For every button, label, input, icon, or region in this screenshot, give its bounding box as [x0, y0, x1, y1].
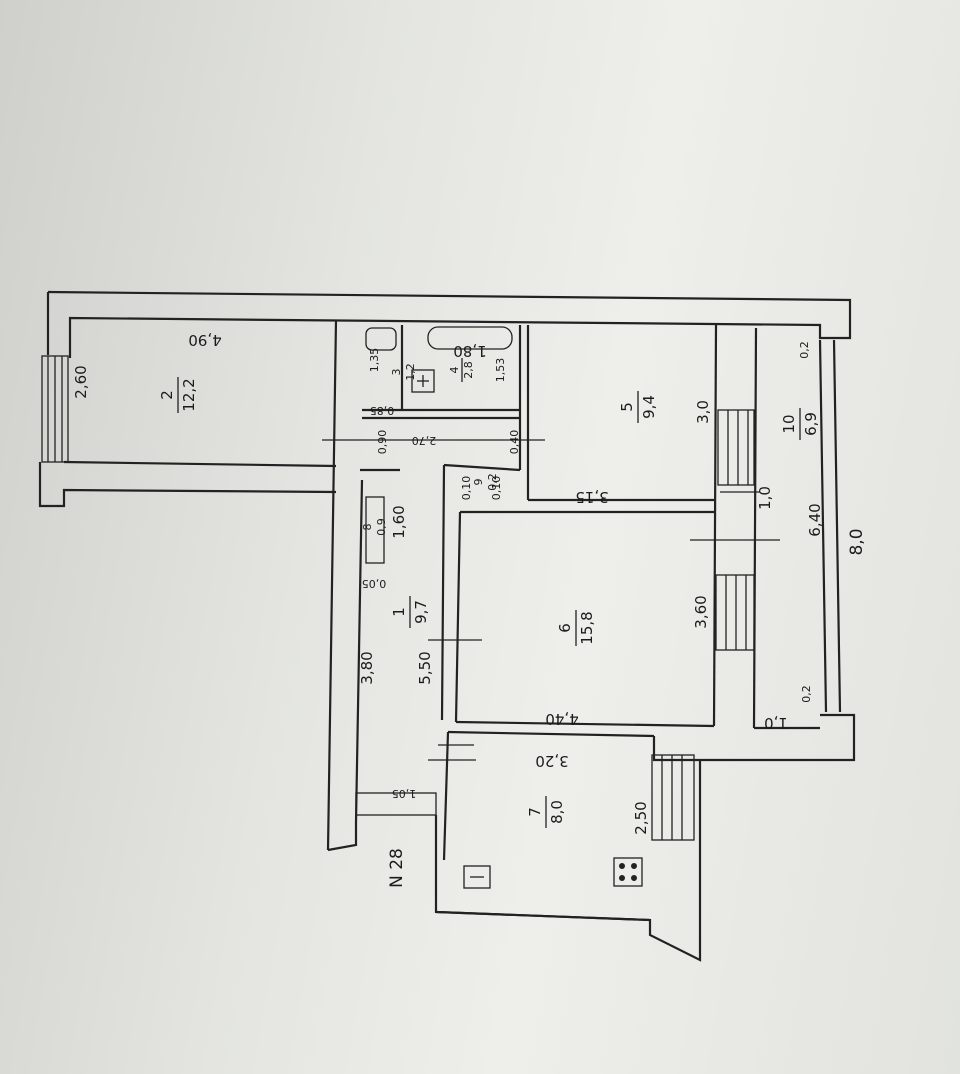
dim-label: 2,60	[72, 365, 90, 398]
room-1-area: 9,7	[412, 600, 430, 624]
plan-number: N 28	[387, 848, 407, 888]
room-5-number: 5	[618, 402, 636, 412]
dim-label: 0,2	[800, 685, 813, 703]
room-10-number: 10	[780, 414, 798, 433]
dim-label: 2,70	[412, 434, 437, 447]
dim-label: 0,10	[490, 476, 503, 501]
dim-label: 5,50	[416, 651, 434, 684]
room-2-number: 2	[158, 390, 176, 400]
room-5-area: 9,4	[640, 395, 658, 419]
dim-label: 4,90	[188, 331, 221, 349]
room-1-number: 1	[390, 607, 408, 617]
closet-icon	[365, 496, 385, 564]
stove-icon	[613, 857, 643, 887]
room-4-area: 2,8	[462, 361, 475, 379]
room-9-number: 9	[472, 479, 485, 486]
room-3-number: 3	[390, 369, 403, 376]
sink-icon	[411, 369, 435, 393]
dim-label: 1,0	[756, 486, 774, 510]
dim-label: 1,60	[390, 505, 408, 538]
room-8-number: 8	[361, 524, 374, 531]
dim-label: 0,85	[370, 404, 395, 417]
kitchen-sink-icon	[463, 865, 491, 889]
dim-label: 1,05	[392, 787, 417, 800]
fixtures	[365, 326, 643, 889]
room-10-area: 6,9	[802, 412, 820, 436]
dim-label: 0,40	[508, 430, 521, 455]
room-6-number: 6	[556, 623, 574, 633]
room-9-area: 0,2	[486, 473, 499, 491]
dim-label: 1,35	[368, 348, 381, 373]
dim-label: 1,80	[453, 342, 486, 360]
bathtub-icon	[427, 326, 513, 350]
room-7-number: 7	[526, 807, 544, 817]
dim-label: 0,90	[376, 430, 389, 455]
dim-label: 1,53	[494, 358, 507, 383]
dim-label: 3,15	[575, 488, 608, 506]
room-3-area: 1,2	[404, 363, 417, 381]
dim-label: 1,0	[764, 714, 788, 732]
dim-label: 0,2	[798, 341, 811, 359]
dim-label: 2,50	[632, 801, 650, 834]
dim-label: 3,20	[535, 752, 568, 770]
room-8-area: 0,9	[375, 518, 388, 536]
room-4-number: 4	[448, 367, 461, 374]
interior-walls	[322, 324, 820, 861]
dim-label: 4,40	[545, 710, 578, 728]
toilet-icon	[365, 327, 397, 351]
dim-label: 0,10	[460, 476, 473, 501]
room-2-area: 12,2	[180, 378, 198, 411]
dim-label: 0,05	[362, 577, 387, 590]
outer-walls	[38, 290, 856, 962]
dim-label: 3,0	[694, 400, 712, 424]
room-6-area: 15,8	[578, 611, 596, 644]
dim-label: 3,80	[358, 651, 376, 684]
dim-label: 3,60	[692, 595, 710, 628]
room-labels: 2 12,2 1 9,7 3 1,2 4 2,8 5 9,4 6 15,8	[158, 358, 820, 828]
dimension-labels: 4,90 2,60 1,80 1,53 1,35 0,85 2,70 0,90 …	[72, 331, 867, 888]
dim-label: 6,40	[806, 503, 824, 536]
dim-label: 8,0	[847, 528, 867, 555]
room-7-area: 8,0	[548, 800, 566, 824]
